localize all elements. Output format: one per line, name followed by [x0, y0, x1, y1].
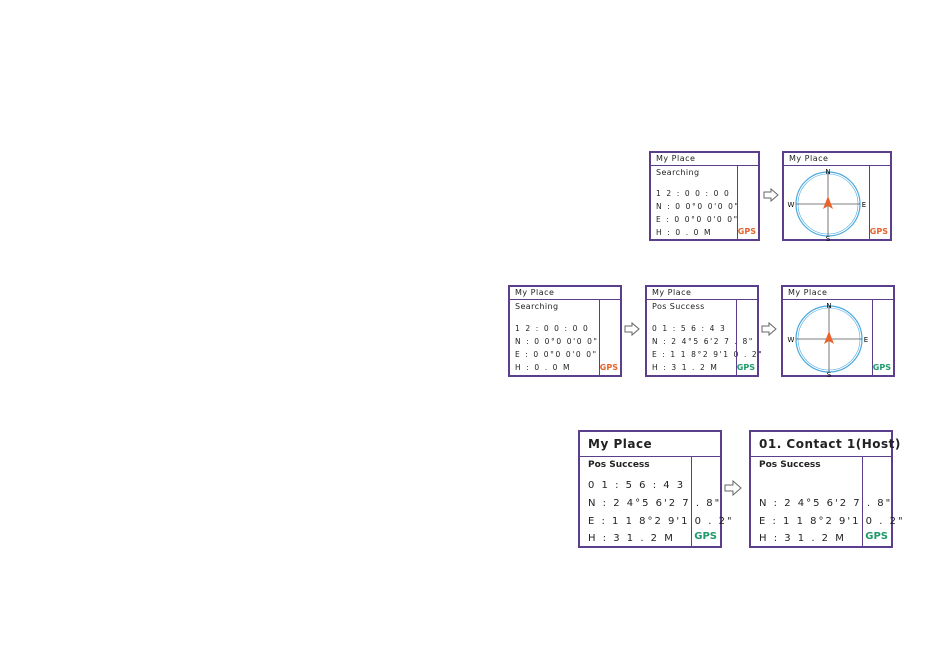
gps-indicator: GPS [872, 363, 891, 372]
side-panel: GPS [691, 457, 720, 546]
height-readout: H : 3 1 . 2 M [759, 533, 846, 544]
screen-title: 01. Contact 1(Host) [751, 432, 900, 457]
north-label: N [826, 302, 831, 310]
row3-pos-success-screen: My Place Pos Success 0 1 : 5 6 : 4 3 N :… [578, 430, 732, 548]
gps-indicator: GPS [737, 227, 756, 236]
height-readout: H : 0 . 0 M [656, 228, 713, 237]
latitude-readout: N : 0 0°0 0'0 0" [656, 202, 740, 211]
west-label: W [788, 201, 795, 209]
compass-icon: N S E W [788, 302, 869, 379]
latitude-readout: N : 0 0°0 0'0 0" [515, 337, 599, 346]
north-label: N [825, 168, 830, 176]
row2-pos-success-screen: My Place Pos Success 0 1 : 5 6 : 4 3 N :… [645, 285, 762, 377]
row2-searching-screen: My Place Searching 1 2 : 0 0 : 0 0 N : 0… [508, 285, 622, 377]
latitude-readout: N : 2 4°5 6'2 7 . 8" [759, 498, 893, 509]
longitude-readout: E : 0 0°0 0'0 0" [515, 350, 598, 359]
gps-indicator: GPS [694, 531, 717, 542]
gps-indicator: GPS [869, 227, 888, 236]
height-readout: H : 0 . 0 M [515, 363, 572, 372]
time-readout: 0 1 : 5 6 : 4 3 [588, 480, 686, 491]
side-panel: GPS [737, 166, 758, 239]
screen-title: My Place [510, 287, 620, 300]
height-readout: H : 3 1 . 2 M [588, 533, 675, 544]
row1-searching-screen: My Place Searching 1 2 : 0 0 : 0 0 N : 0… [649, 151, 760, 241]
gps-status: Pos Success [588, 460, 650, 470]
side-panel: GPS [599, 300, 620, 375]
arrow-right-icon [761, 321, 777, 337]
screen-title: My Place [647, 287, 757, 300]
row2-compass-screen: My Place N S E W GPS [781, 285, 895, 379]
time-readout: 1 2 : 0 0 : 0 0 [515, 324, 590, 333]
east-label: E [864, 336, 868, 344]
side-panel: GPS [869, 166, 890, 239]
gps-indicator: GPS [599, 363, 618, 372]
row1-compass-screen: My Place N S E W GPS [782, 151, 892, 243]
arrow-right-icon [624, 321, 640, 337]
gps-indicator: GPS [865, 531, 888, 542]
south-label: S [826, 235, 831, 243]
side-panel: GPS [872, 300, 893, 375]
time-readout: 0 1 : 5 6 : 4 3 [652, 324, 727, 333]
side-panel: GPS [736, 300, 757, 375]
screen-title: My Place [580, 432, 720, 457]
longitude-readout: E : 1 1 8°2 9'1 0 . 2" [652, 350, 764, 359]
arrow-right-icon [763, 187, 779, 203]
longitude-readout: E : 0 0°0 0'0 0" [656, 215, 739, 224]
row3-contact-screen: 01. Contact 1(Host) Pos Success N : 2 4°… [749, 430, 903, 548]
gps-status: Pos Success [759, 460, 821, 470]
screen-title: My Place [784, 153, 890, 166]
longitude-readout: E : 1 1 8°2 9'1 0 . 2" [588, 516, 734, 527]
arrow-right-icon [724, 479, 742, 497]
south-label: S [827, 371, 832, 379]
latitude-readout: N : 2 4°5 6'2 7 . 8" [652, 337, 754, 346]
screen-title: My Place [651, 153, 758, 166]
screen-title: My Place [783, 287, 893, 300]
latitude-readout: N : 2 4°5 6'2 7 . 8" [588, 498, 722, 509]
height-readout: H : 3 1 . 2 M [652, 363, 719, 372]
west-label: W [788, 336, 795, 344]
compass-icon: N S E W [788, 168, 867, 243]
side-panel: GPS [862, 457, 891, 546]
gps-status: Pos Success [652, 302, 705, 311]
longitude-readout: E : 1 1 8°2 9'1 0 . 2" [759, 516, 905, 527]
gps-status: Searching [656, 168, 700, 177]
gps-status: Searching [515, 302, 559, 311]
east-label: E [862, 201, 866, 209]
time-readout: 1 2 : 0 0 : 0 0 [656, 189, 731, 198]
gps-indicator: GPS [736, 363, 755, 372]
